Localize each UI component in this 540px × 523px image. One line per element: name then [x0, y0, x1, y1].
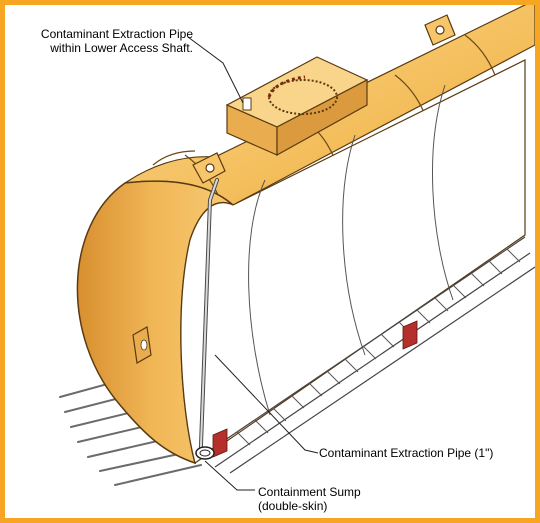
label-top-line2: within Lower Access Shaft.	[50, 41, 193, 55]
floor-rails	[199, 236, 535, 474]
red-supports	[212, 320, 418, 458]
label-containment-sump: Containment Sump (double-skin)	[258, 485, 361, 513]
label-top-line1: Contaminant Extraction Pipe	[40, 27, 193, 41]
lifting-lugs	[192, 14, 456, 184]
leader-lines	[187, 36, 319, 491]
floor-rungs	[236, 248, 521, 446]
containment-sump	[195, 446, 215, 460]
tank-cutaway-diagram	[59, 5, 535, 491]
label-extraction-pipe: Contaminant Extraction Pipe (1")	[319, 446, 494, 460]
label-sump-line1: Containment Sump	[258, 485, 361, 499]
access-shaft	[225, 56, 369, 157]
label-top-pipe: Contaminant Extraction Pipe within Lower…	[7, 27, 193, 55]
rebar-rods	[59, 376, 202, 486]
side-lug	[132, 326, 152, 364]
label-sump-line2: (double-skin)	[258, 499, 328, 513]
interior-ribs	[248, 84, 454, 416]
